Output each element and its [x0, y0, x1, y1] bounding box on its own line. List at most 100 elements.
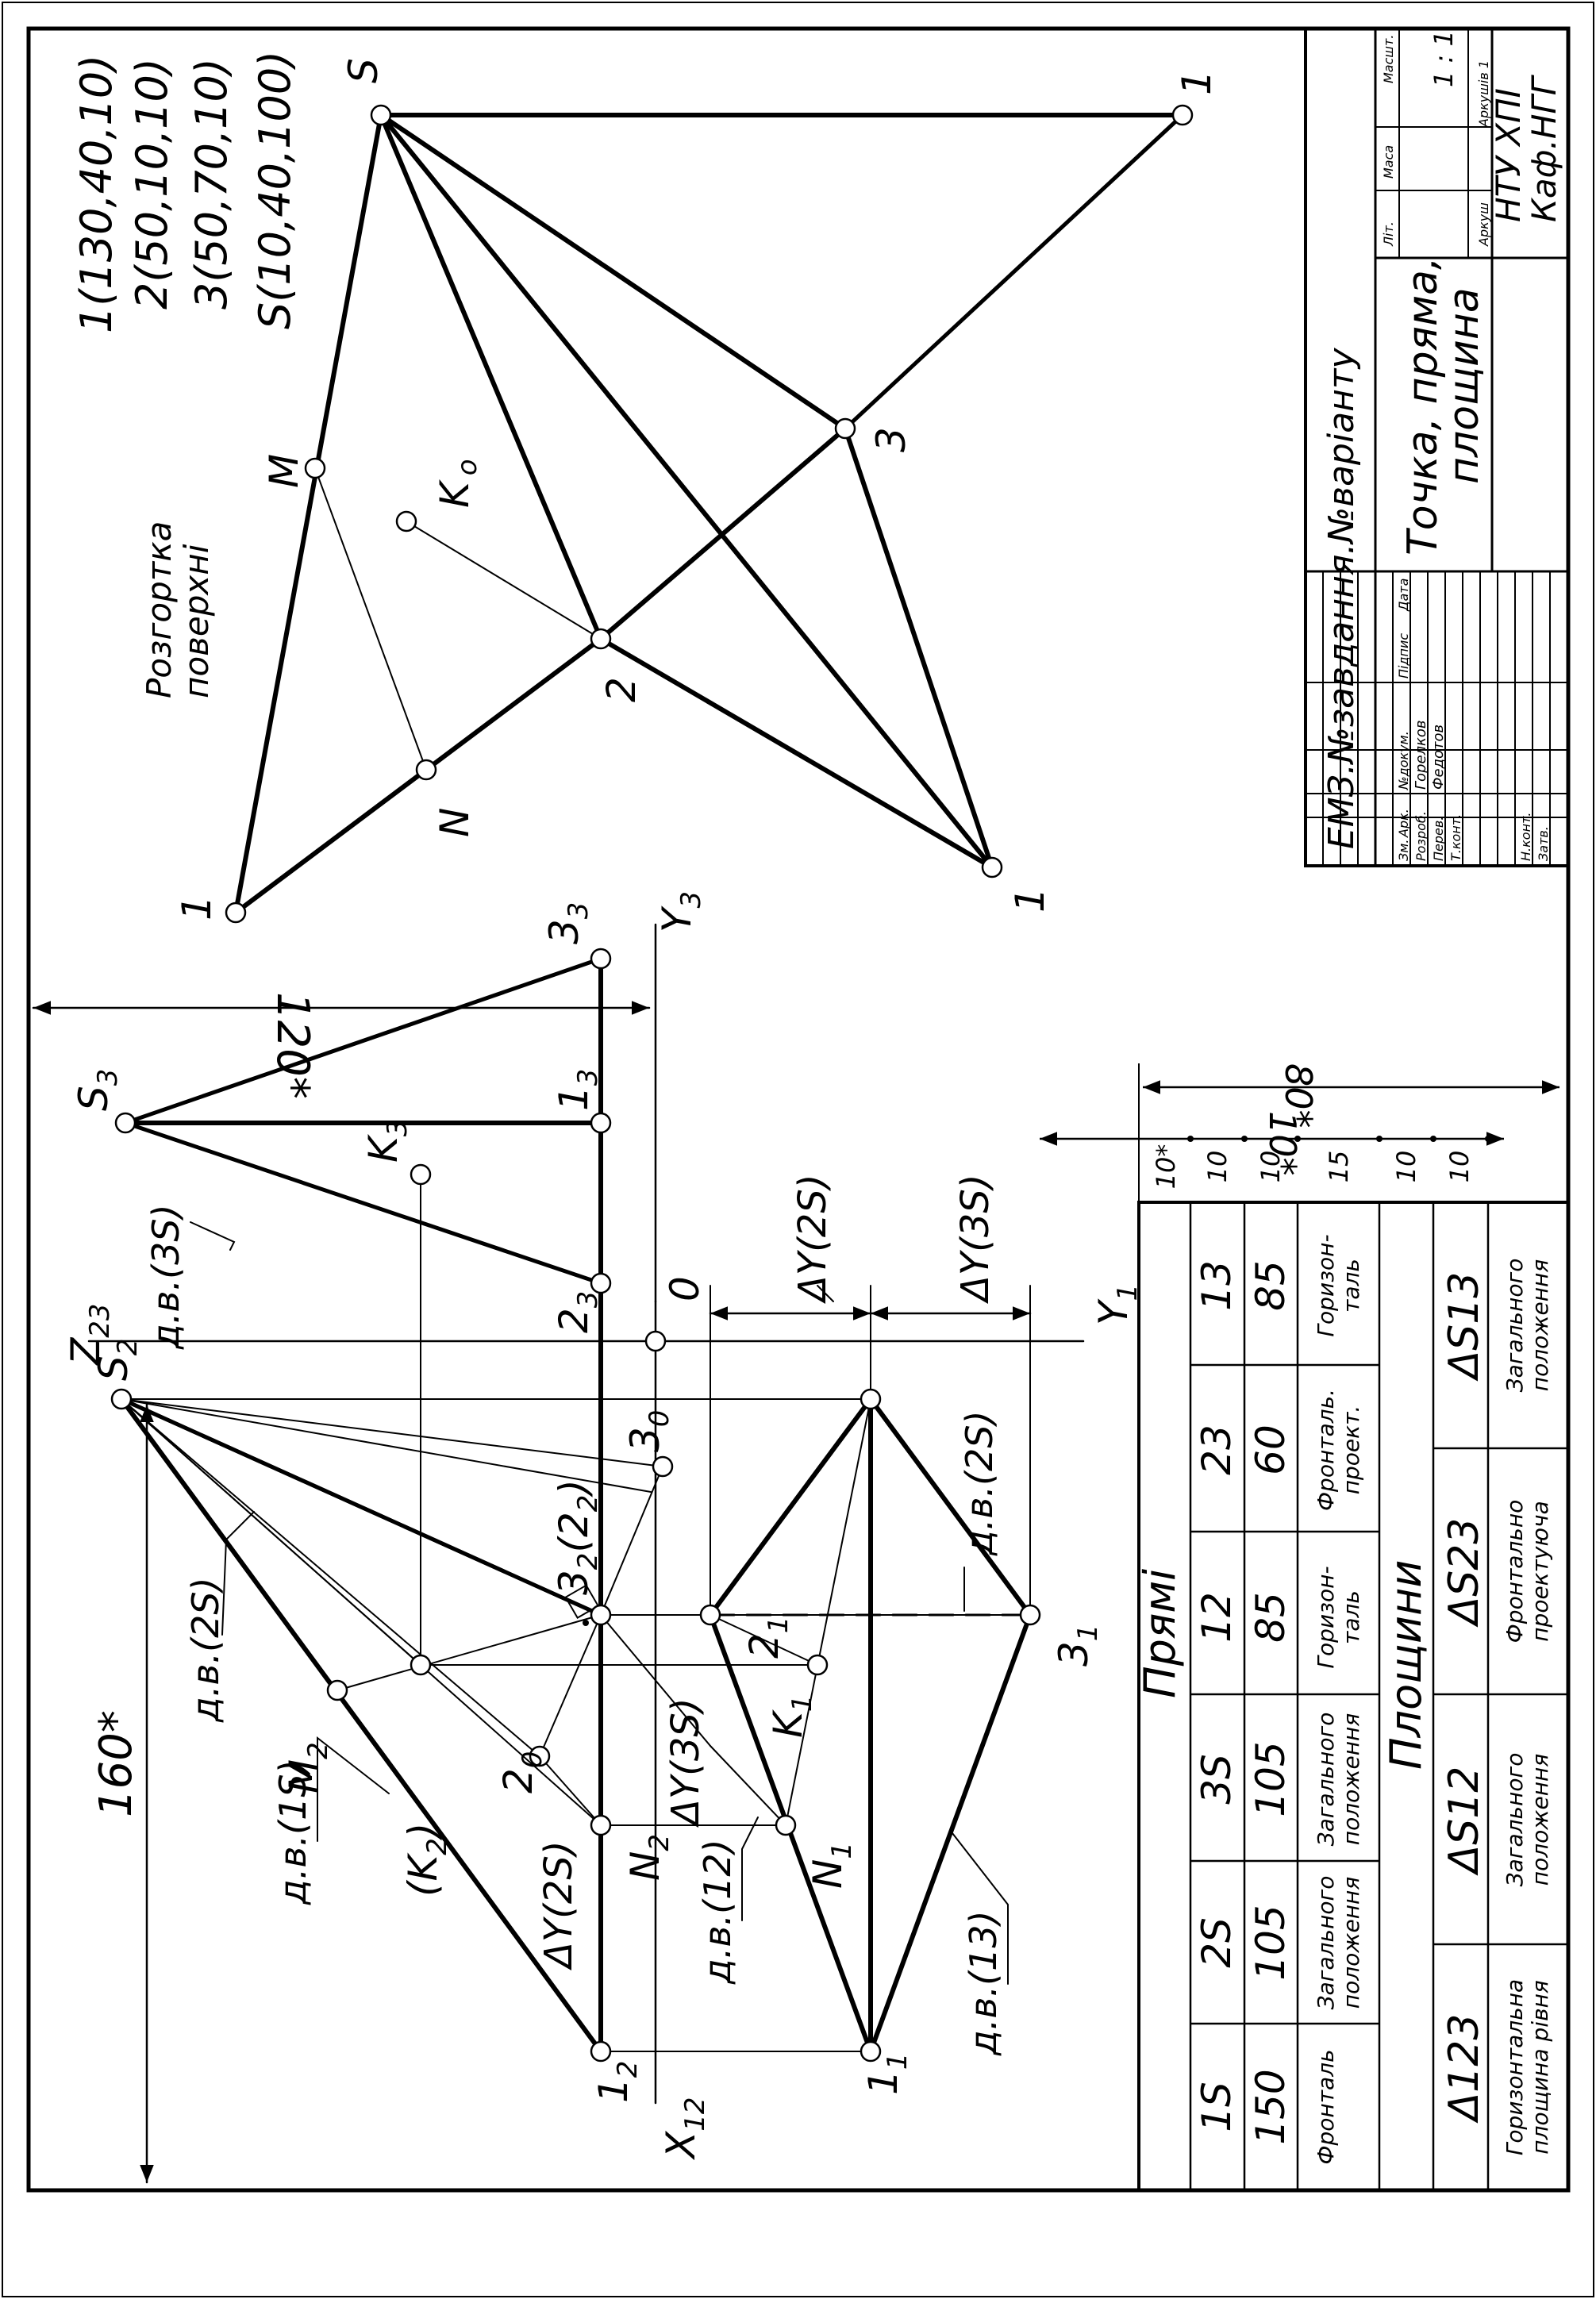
label-S3: S3: [71, 1069, 124, 1111]
plan-S-2: [708, 1397, 873, 1617]
label-M2: M2: [281, 1742, 334, 1793]
line-type-3: Горизон-: [1313, 1566, 1339, 1668]
line-type-4: Фронталь.: [1313, 1389, 1339, 1511]
ab-3s-text: д.в.(3S): [144, 1204, 187, 1350]
ab-1s-text: д.в.(1S): [271, 1759, 314, 1905]
dev-2-1left: [598, 636, 994, 870]
label-O: 0: [662, 1276, 708, 1301]
dot-6: [1485, 1136, 1491, 1142]
plane-name-1: ΔS12: [1440, 1767, 1488, 1877]
label-N2: N2: [622, 1834, 675, 1881]
front-S3: [119, 1397, 603, 1617]
label-30: 30: [622, 1410, 675, 1452]
label-31: 31: [1051, 1624, 1104, 1667]
tb-sign: Підпис: [1396, 633, 1411, 679]
point-21: [699, 1604, 721, 1626]
dev-point-1bot: [225, 902, 247, 924]
line-type-0: Фронталь: [1313, 2049, 1339, 2164]
plane-type-0: Горизонтальна: [1502, 1979, 1528, 2155]
point-N2: [590, 1814, 612, 1836]
line-name-1: 2S: [1194, 1917, 1240, 1968]
dot-5: [1430, 1136, 1436, 1142]
point-S3: [114, 1112, 137, 1134]
tb-org-2: Каф.НГГ: [1525, 74, 1563, 222]
dim-80-total: 80*: [1277, 1063, 1320, 1128]
prof-S2: [123, 1121, 603, 1286]
dot-1: [1187, 1136, 1194, 1142]
development-points: [225, 104, 1194, 924]
line-value-2: 105: [1248, 1741, 1294, 1817]
point-30: [652, 1455, 674, 1478]
dev-label-1top: 1: [1174, 70, 1220, 95]
plane-type-1: Загального: [1502, 1753, 1528, 1887]
line-name-5: 13: [1194, 1260, 1240, 1311]
development-labels: Розгортка поверхні S 1 3 2 M Kо N 1 1: [140, 58, 1220, 921]
dev-label-M: M: [261, 454, 307, 488]
line-type2-2: положення: [1338, 1713, 1364, 1845]
line-value-4: 60: [1248, 1424, 1294, 1475]
tb-nkont: Н.конт.: [1518, 813, 1533, 861]
row-height-3: 15: [1324, 1151, 1354, 1183]
tb-rozrob-name: Горелков: [1413, 720, 1429, 790]
ab-2s-plan-text: д.в.(2S): [958, 1410, 1001, 1556]
lines-title: Прямі: [1135, 1569, 1185, 1698]
tb-title-2: площина: [1440, 287, 1488, 484]
line-value-1: 105: [1248, 1905, 1294, 1980]
row-dim-dots: [1187, 1136, 1491, 1142]
front-3-N1: [710, 1745, 786, 1826]
coord-3: 3(50,70,10): [187, 58, 237, 309]
tb-tkont: Т.конт.: [1448, 814, 1463, 861]
label-Y1: Y1: [1090, 1284, 1144, 1325]
dev-label-2: 2: [598, 677, 644, 702]
dy-3s-b-text: ΔY(3S): [663, 1697, 708, 1828]
label-23: 23: [551, 1291, 604, 1333]
dot-3: [1294, 1136, 1301, 1142]
dev-S-2: [379, 113, 603, 641]
point-K3: [410, 1163, 432, 1186]
dim-160-text: 160*: [90, 1710, 142, 1817]
dev-point-1left: [981, 856, 1003, 878]
line-name-0: 1S: [1194, 2082, 1240, 2132]
dy-2s-a-text: ΔY(2S): [790, 1174, 835, 1305]
prof-S3: [123, 956, 603, 1125]
point-13: [590, 1112, 612, 1134]
label-32-22: 32(22): [551, 1479, 604, 1595]
title-block-text: ЕМЗ.№завдання.№варіанту Точка, пряма, пл…: [1321, 30, 1563, 861]
point-M2: [326, 1679, 348, 1701]
leader-ab2s-top: [221, 1511, 255, 1636]
dev-point-3: [834, 417, 856, 440]
ab-12-text: д.в.(12): [696, 1839, 739, 1985]
dev-1top-3: [843, 113, 1185, 431]
plane-type-2: Фронтально: [1502, 1500, 1528, 1644]
label-K3: K3: [360, 1120, 413, 1163]
plane-type-3: Загального: [1502, 1259, 1528, 1393]
point-11: [860, 2040, 882, 2063]
plane-name-2: ΔS23: [1440, 1518, 1488, 1628]
tb-title-1: Точка, пряма,: [1399, 256, 1447, 556]
dev-point-1top: [1171, 104, 1194, 126]
tb-sheets: Аркушів 1: [1476, 60, 1491, 128]
ab-13-text: д.в.(13): [962, 1910, 1005, 2056]
dev-label-K: Kо: [432, 459, 483, 508]
line-name-4: 23: [1194, 1424, 1240, 1475]
dev-label-S: S: [340, 58, 387, 83]
dev-title-2: поверхні: [177, 544, 216, 698]
coord-S: S(10,40,100): [250, 51, 300, 329]
leader-dy2s: [817, 1285, 834, 1302]
plane-type2-1: положення: [1527, 1754, 1553, 1886]
label-Y3: Y3: [654, 891, 707, 932]
point-N1: [775, 1814, 797, 1836]
front-SN: [121, 1398, 602, 1826]
line-name-2: 3S: [1194, 1754, 1240, 1805]
plan-K-2: [710, 1614, 818, 1666]
line-type2-3: таль: [1338, 1590, 1364, 1644]
front-3-20: [539, 1614, 602, 1757]
point-dot: [583, 1620, 589, 1626]
dev-label-3: 3: [868, 427, 914, 452]
row-height-5: 10: [1444, 1151, 1475, 1183]
line-type2-5: таль: [1338, 1259, 1364, 1313]
point-K1: [806, 1654, 829, 1676]
